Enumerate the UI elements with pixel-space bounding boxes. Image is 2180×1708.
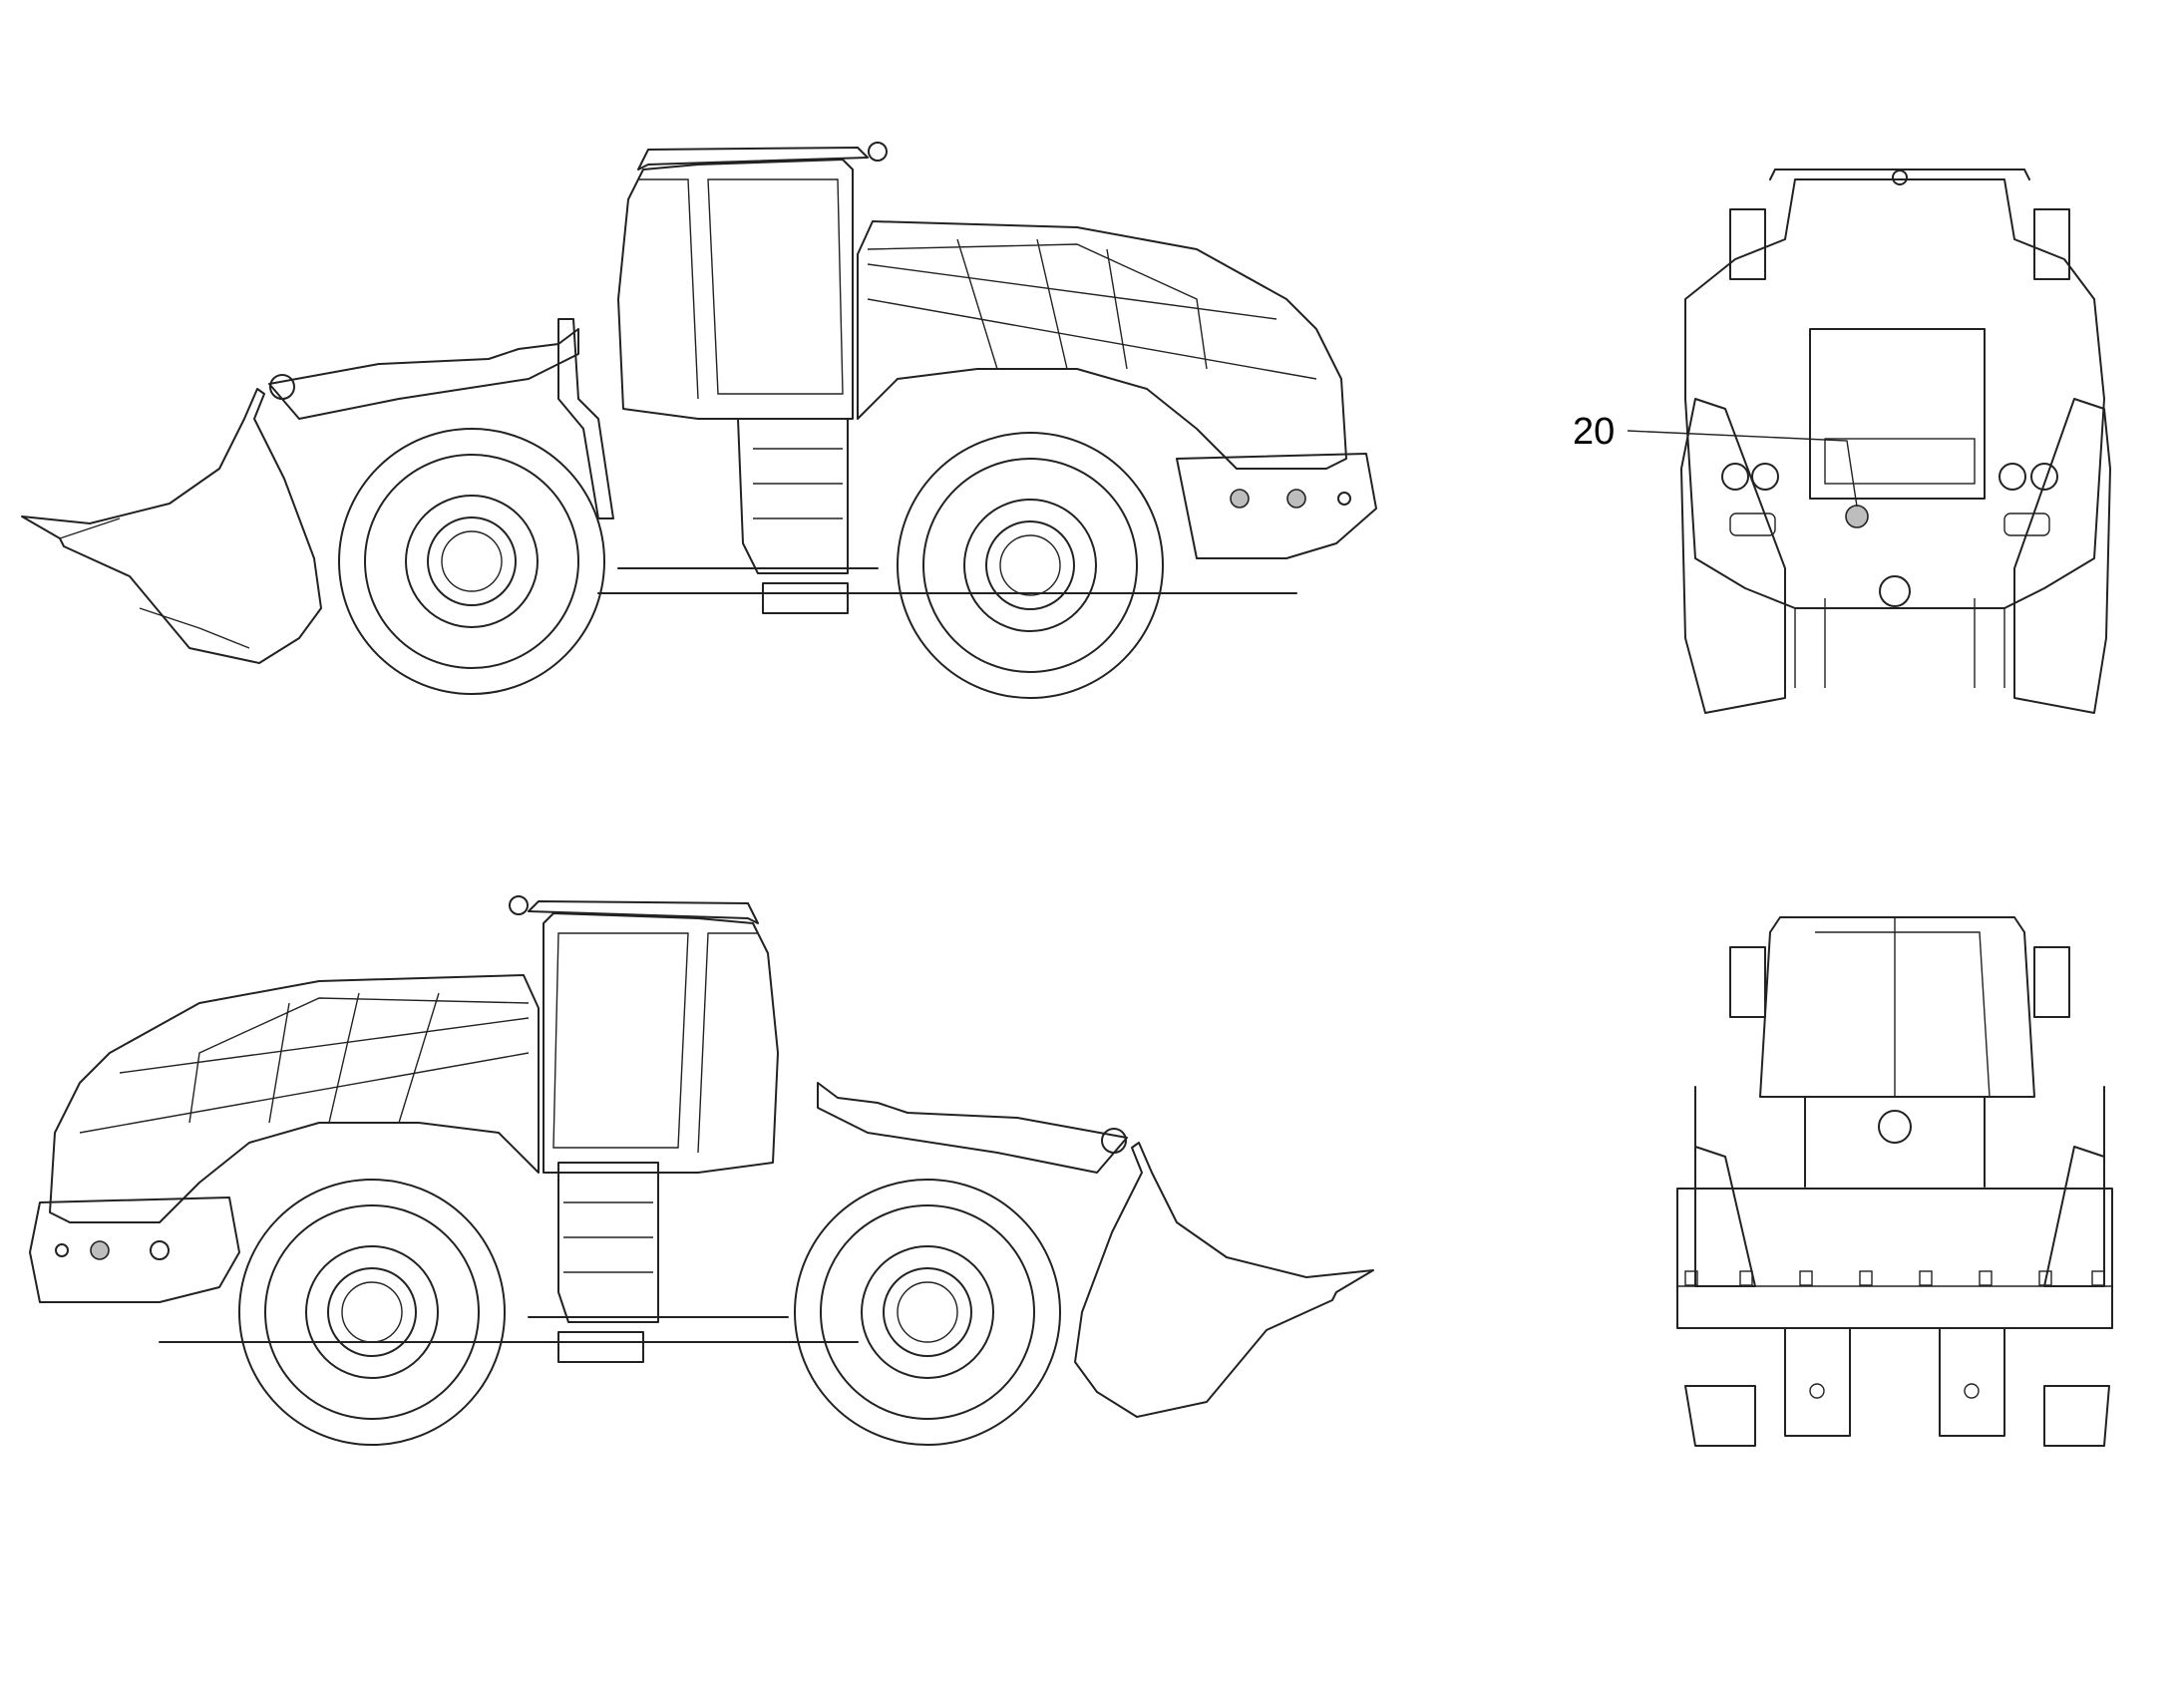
- cab: [617, 159, 854, 420]
- callout-label-20: 20: [1573, 411, 1615, 453]
- lift-arm: [268, 328, 579, 420]
- front-view: [1676, 916, 2113, 1447]
- engine-hood-right: [49, 974, 540, 1223]
- rear-view: 20: [1573, 169, 2111, 714]
- right-side-view: [29, 895, 1374, 1446]
- bucket-teeth: [1684, 1270, 2105, 1286]
- cab-right: [543, 912, 779, 1174]
- engine-hood: [857, 220, 1347, 470]
- access-steps: [737, 418, 849, 574]
- front-view-bucket: [1676, 1188, 2113, 1329]
- front-right-wheel: [794, 1179, 1061, 1446]
- callout-leader-line: [1627, 430, 1858, 508]
- front-left-wheel: [897, 432, 1164, 699]
- access-steps-right: [557, 1162, 659, 1323]
- highlighted-component-20: [1845, 505, 1869, 528]
- left-side-view: [21, 142, 1377, 699]
- rear-view-body: [1684, 178, 2105, 609]
- rear-view-left-tire: [1680, 398, 1786, 714]
- front-view-cab: [1759, 916, 2035, 1098]
- bucket-right: [1074, 1142, 1374, 1418]
- bucket: [21, 388, 322, 664]
- rear-left-wheel: [338, 428, 605, 695]
- rear-view-right-tire: [2013, 398, 2111, 714]
- rear-right-wheel: [238, 1179, 506, 1446]
